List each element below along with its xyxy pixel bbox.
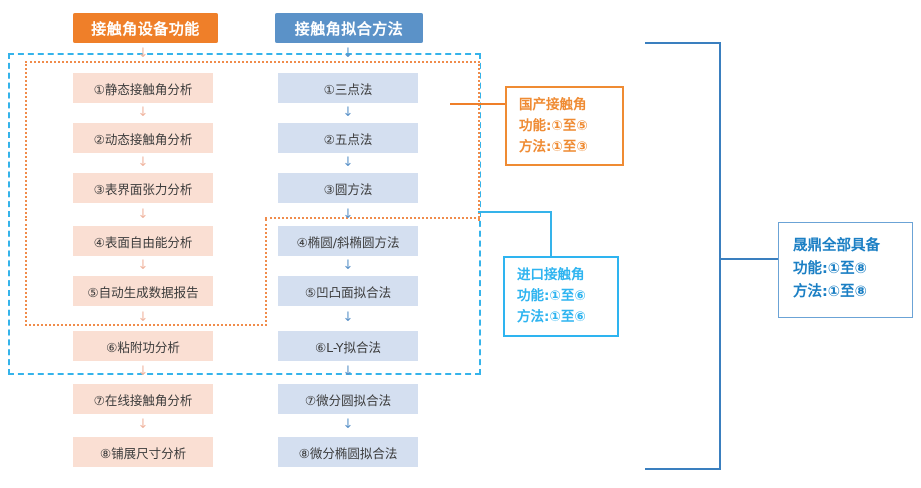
function-item-5[interactable]: ⑤自动生成数据报告 [73,276,213,306]
callout-imported: 进口接触角 功能:①至⑥ 方法:①至⑥ [503,256,619,337]
method-item-1[interactable]: ①三点法 [278,73,418,103]
method-item-3[interactable]: ③圆方法 [278,173,418,203]
flow-arrow-function-5-6: ↓ [137,309,149,325]
flow-arrow-method-7-8: ↓ [342,416,354,432]
function-item-2[interactable]: ②动态接触角分析 [73,123,213,153]
flow-arrow-function-1-2: ↓ [137,104,149,120]
function-item-6[interactable]: ⑥粘附功分析 [73,331,213,361]
method-item-4[interactable]: ④椭圆/斜椭圆方法 [278,226,418,256]
callout-domestic-functions: 功能:①至⑤ [519,117,588,134]
bracket-stem [719,258,779,260]
function-item-3[interactable]: ③表界面张力分析 [73,173,213,203]
callout-domestic: 国产接触角 功能:①至⑤ 方法:①至③ [505,86,624,166]
domestic-scope-seam-mask [27,217,265,223]
flow-arrow-function-7-8: ↓ [137,416,149,432]
column-header-functions: 接触角设备功能 [73,13,218,43]
flow-arrow-methods-header: ↓ [342,45,354,61]
flow-arrow-function-6-7: ↓ [137,363,149,379]
column-header-methods: 接触角拟合方法 [275,13,423,43]
imported-scope-region [8,53,481,375]
function-item-7[interactable]: ⑦在线接触角分析 [73,384,213,414]
callout-imported-title: 进口接触角 [517,267,585,283]
bracket-bottom-arm [645,468,721,470]
method-item-8[interactable]: ⑧微分椭圆拟合法 [278,437,418,467]
flow-arrow-method-2-3: ↓ [342,154,354,170]
method-item-6[interactable]: ⑥L-Y拟合法 [278,331,418,361]
flow-arrow-method-3-4: ↓ [342,206,354,222]
connector-imported-horizontal [478,211,552,213]
callout-domestic-methods: 方法:①至③ [519,138,588,155]
callout-all-functions: 功能:①至⑧ [793,261,867,278]
method-item-2[interactable]: ②五点法 [278,123,418,153]
method-item-5[interactable]: ⑤凹凸面拟合法 [278,276,418,306]
callout-all-capabilities: 晟鼎全部具备 功能:①至⑧ 方法:①至⑧ [778,222,913,318]
function-item-1[interactable]: ①静态接触角分析 [73,73,213,103]
flow-arrow-method-6-7: ↓ [342,363,354,379]
flow-arrow-method-1-2: ↓ [342,104,354,120]
callout-domestic-title: 国产接触角 [519,97,587,113]
bracket-top-arm [645,42,721,44]
flow-arrow-function-2-3: ↓ [137,154,149,170]
domestic-scope-step-edge [265,217,480,221]
function-item-8[interactable]: ⑧铺展尺寸分析 [73,437,213,467]
flow-arrow-functions-header: ↓ [137,45,149,61]
callout-imported-functions: 功能:①至⑥ [517,287,586,304]
flow-arrow-function-4-5: ↓ [137,257,149,273]
callout-all-title: 晟鼎全部具备 [793,238,880,254]
connector-imported-vertical [550,211,552,258]
callout-imported-methods: 方法:①至⑥ [517,308,586,325]
connector-domestic [450,103,506,105]
function-item-4[interactable]: ④表面自由能分析 [73,226,213,256]
flow-arrow-method-5-6: ↓ [342,309,354,325]
bracket-spine [719,42,721,470]
flow-arrow-function-3-4: ↓ [137,206,149,222]
flow-arrow-method-4-5: ↓ [342,257,354,273]
callout-all-methods: 方法:①至⑧ [793,284,867,301]
method-item-7[interactable]: ⑦微分圆拟合法 [278,384,418,414]
